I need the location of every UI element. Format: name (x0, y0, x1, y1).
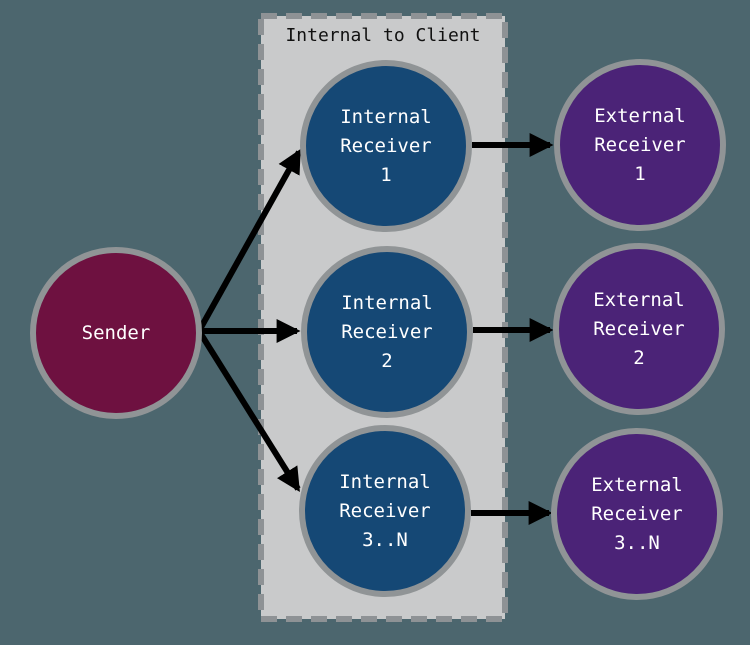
node-internal-receiver-2: Internal Receiver 2 (301, 246, 473, 418)
node-internal-receiver-3-label: Internal Receiver 3..N (339, 470, 431, 551)
node-external-receiver-3: External Receiver 3..N (551, 428, 723, 600)
node-internal-receiver-1: Internal Receiver 1 (300, 60, 472, 232)
node-external-receiver-3-label: External Receiver 3..N (591, 473, 683, 554)
node-external-receiver-2-label: External Receiver 2 (593, 288, 685, 369)
arrow-sender-to-internal-1 (196, 148, 302, 333)
node-internal-receiver-2-label: Internal Receiver 2 (341, 291, 433, 372)
node-internal-receiver-3: Internal Receiver 3..N (299, 425, 471, 597)
node-external-receiver-2: External Receiver 2 (553, 243, 725, 415)
node-sender: Sender (30, 247, 202, 419)
group-box-title: Internal to Client (285, 25, 481, 46)
node-external-receiver-1: External Receiver 1 (554, 59, 726, 231)
arrow-sender-to-internal-3 (196, 329, 301, 493)
node-internal-receiver-1-label: Internal Receiver 1 (340, 105, 432, 186)
node-sender-label: Sender (81, 321, 151, 344)
node-external-receiver-1-label: External Receiver 1 (594, 104, 686, 185)
